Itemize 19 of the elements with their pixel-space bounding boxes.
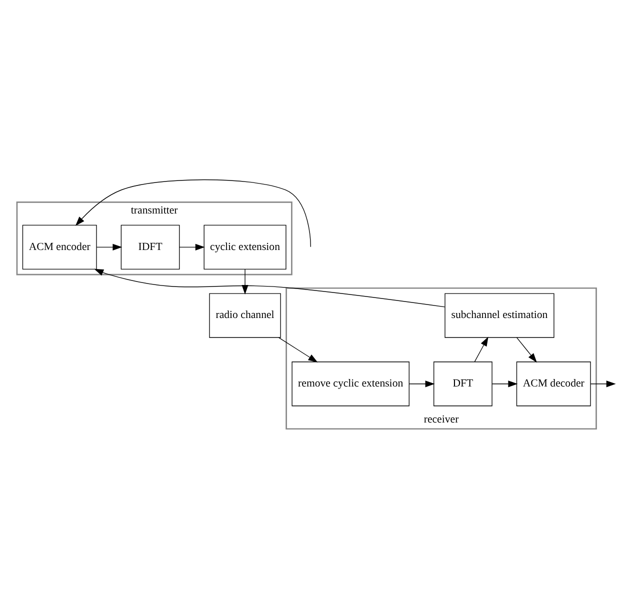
- arrow: [408, 380, 435, 388]
- arrow: [179, 244, 205, 250]
- node-box: IDFT: [120, 224, 180, 270]
- arrow: [75, 179, 311, 248]
- arrow: [492, 380, 518, 388]
- arrow: [590, 380, 616, 388]
- arrow: [278, 337, 318, 362]
- node-box: ACM encoder: [22, 224, 97, 270]
- arrow: [516, 337, 537, 363]
- node-box: cyclic extension: [204, 224, 286, 270]
- arrow: [242, 268, 248, 294]
- node-box: ACM decoder: [516, 362, 591, 406]
- node-box: remove cyclic extension: [292, 362, 410, 406]
- arrow: [96, 244, 122, 250]
- node-box: subchannel estimation: [444, 293, 554, 338]
- arrow: [94, 268, 446, 308]
- node-box: radio channel: [209, 293, 281, 338]
- node-box: DFT: [434, 362, 492, 406]
- arrow: [474, 336, 488, 362]
